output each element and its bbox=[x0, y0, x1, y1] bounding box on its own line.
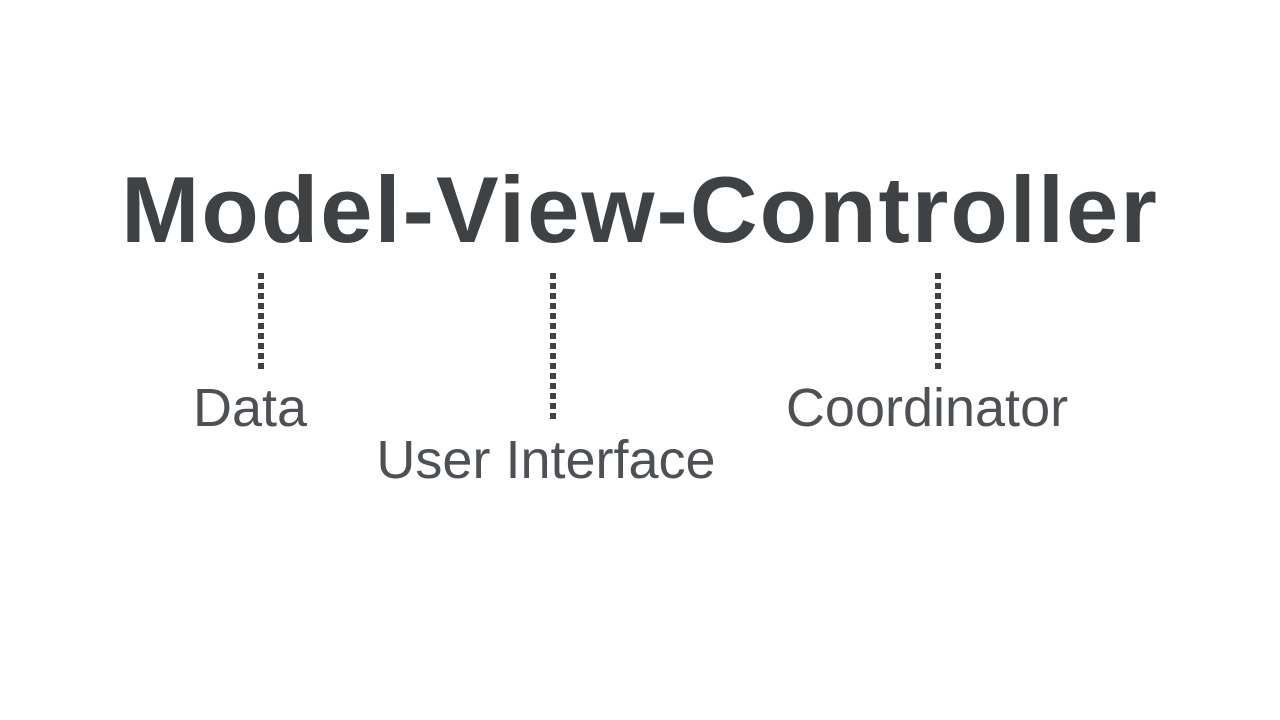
label-controller-meaning: Coordinator bbox=[785, 378, 1069, 438]
dotted-connector-controller bbox=[935, 273, 941, 369]
dotted-connector-view bbox=[550, 273, 556, 419]
dotted-connector-model bbox=[258, 273, 264, 369]
label-model-meaning: Data bbox=[192, 378, 308, 438]
page-title: Model-View-Controller bbox=[121, 157, 1159, 262]
label-view-meaning: User Interface bbox=[376, 430, 716, 490]
